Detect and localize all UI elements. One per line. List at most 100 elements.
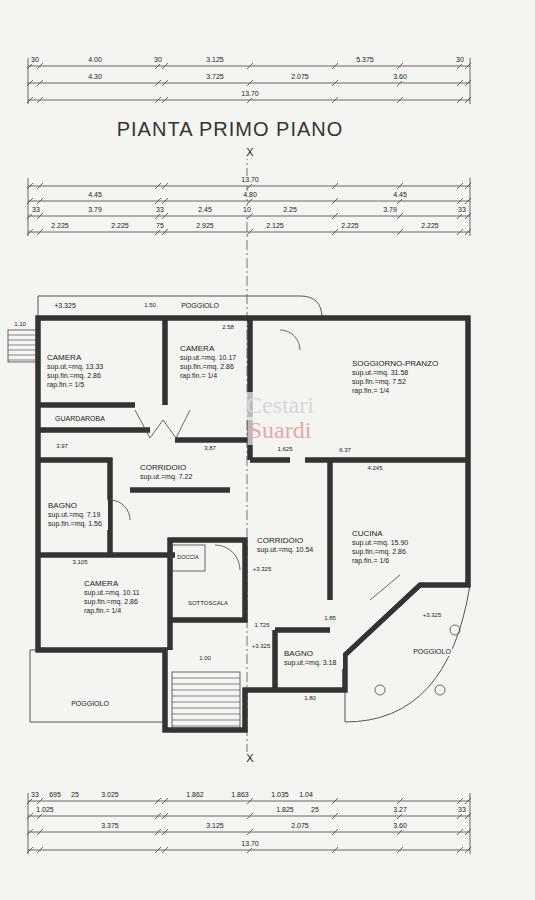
plan-label: 3.125 [205, 56, 225, 64]
plan-label: 1.10 [13, 321, 27, 328]
door-swing [280, 330, 300, 350]
door-swing [110, 500, 130, 520]
dimension-tick [37, 198, 43, 204]
plan-label: 4.30 [87, 73, 103, 81]
plan-label: 4.45 [87, 191, 103, 199]
plan-label: POGGIOLO [180, 302, 220, 310]
plan-label: 1.863 [230, 791, 250, 799]
room-data: sup.ut.=mq. 7.19 [48, 511, 106, 520]
room-label: CAMERAsup.ut.=mq. 10.11sup.fin.=mq. 2.86… [82, 578, 146, 616]
dimension-tick [332, 80, 338, 86]
dimension-tick [332, 97, 338, 103]
plan-label: 3.79 [382, 206, 398, 214]
room-data: sup.fin.=mq. 2.86 [352, 548, 413, 557]
dimension-tick [155, 829, 161, 835]
door-swing [215, 545, 240, 570]
plan-label: 4.245 [366, 465, 383, 472]
dimension-tick [37, 829, 43, 835]
stair-treads [8, 335, 240, 726]
watermark: Suardi [248, 417, 313, 445]
plan-label: +3.325 [252, 566, 273, 573]
plan-label: 33 [457, 206, 467, 214]
extension-line [470, 178, 471, 236]
plan-label: 1.825 [275, 806, 295, 814]
wall-inner [38, 318, 468, 730]
plan-label: POGGIOLO [412, 648, 452, 656]
stair-tread [172, 696, 240, 697]
dimension-tick [457, 847, 463, 853]
dimension-tick [162, 798, 168, 804]
plan-label: 2.075 [290, 822, 310, 830]
plan-label: 10 [242, 206, 252, 214]
room-data: sup.fin.=mq. 2.86 [47, 372, 108, 381]
room-label: SOGGIORNO-PRANZOsup.ut.=mq. 31.58sup.fin… [350, 358, 445, 396]
room-label: BAGNOsup.ut.=mq. 3.18 [282, 648, 343, 669]
room-data: sup.fin.=mq. 7.52 [352, 378, 443, 387]
dimension-line [28, 201, 470, 202]
outside-stair [8, 330, 36, 362]
plan-label: 1.035 [270, 791, 290, 799]
stair-tread [172, 726, 240, 727]
dimension-tick [457, 229, 463, 235]
plan-label: 1.85 [323, 615, 337, 622]
room-data: sup.fin.=mq. 2.86 [84, 598, 144, 607]
plan-label: 2.25 [282, 206, 298, 214]
extension-line [28, 793, 29, 854]
shower-tray [172, 545, 205, 571]
stair-tread [172, 714, 240, 715]
plan-label: 3.375 [100, 822, 120, 830]
right-balcony [345, 585, 470, 722]
dimension-tick [457, 97, 463, 103]
room-data: rap.fin.= 1/4 [84, 607, 144, 616]
plan-label: 4.00 [87, 56, 103, 64]
dimension-tick [37, 229, 43, 235]
plan-label: 3.60 [392, 73, 408, 81]
dimension-tick [162, 80, 168, 86]
dimension-tick [397, 847, 403, 853]
room-label: CUCINAsup.ut.=mq. 15.90sup.fin.=mq. 2.86… [350, 528, 415, 566]
plan-label: 3.105 [71, 559, 88, 566]
dimension-tick [155, 813, 161, 819]
room-label: CORRIDOIOsup.ut.=mq. 10.54 [255, 535, 320, 556]
dimension-tick [457, 829, 463, 835]
dimension-tick [155, 847, 161, 853]
plan-label: 4.45 [392, 191, 408, 199]
watermark: Cestari [245, 392, 315, 420]
room-name: CORRIDOIO [140, 463, 197, 473]
dimension-tick [397, 97, 403, 103]
plan-label: 695 [48, 791, 62, 799]
dimension-line [28, 832, 470, 833]
dimension-tick [247, 229, 253, 235]
extension-line [28, 58, 29, 104]
wall-outline [38, 318, 468, 730]
dimension-tick [457, 798, 463, 804]
dimension-tick [332, 63, 338, 69]
room-data: sup.ut.=mq. 13.33 [47, 363, 108, 372]
dimension-line [28, 216, 470, 217]
dimension-tick [37, 183, 43, 189]
plan-label: +3.325 [251, 643, 272, 650]
stair-tread [8, 335, 36, 336]
room-data: sup.ut.=mq. 3.18 [284, 659, 341, 668]
stair-tread [172, 708, 240, 709]
plan-label: 30 [153, 56, 163, 64]
dimension-tick [247, 63, 253, 69]
plan-label: 2.58 [221, 324, 235, 331]
dimension-line [28, 850, 470, 851]
dimension-tick [247, 829, 253, 835]
dimension-tick [397, 213, 403, 219]
room-label: CAMERAsup.ut.=mq. 13.33sup.fin.=mq. 2.86… [45, 352, 110, 390]
plan-label: 33 [155, 206, 165, 214]
plan-label: 1.725 [253, 622, 270, 629]
plan-label: 30 [455, 56, 465, 64]
dimension-tick [37, 847, 43, 853]
stair-tread [172, 678, 240, 679]
plan-label: 33 [30, 791, 40, 799]
plan-label: 3.725 [205, 73, 225, 81]
dimension-tick [162, 97, 168, 103]
room-name: BAGNO [48, 501, 106, 511]
dimension-tick [457, 183, 463, 189]
stair-tread [8, 360, 36, 361]
dimension-tick [155, 183, 161, 189]
dimension-line [28, 801, 470, 802]
